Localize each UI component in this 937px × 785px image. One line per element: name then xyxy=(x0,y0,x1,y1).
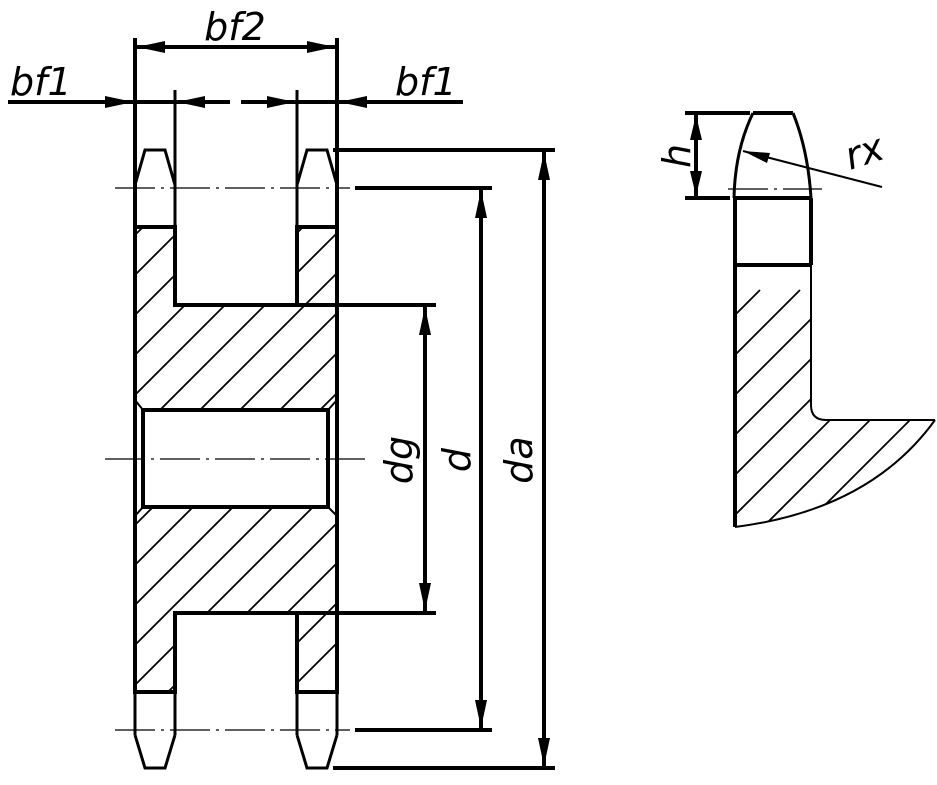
label-bf2: bf2 xyxy=(204,5,266,49)
label-dg: dg xyxy=(377,436,421,484)
label-bf1-right: bf1 xyxy=(395,60,457,104)
label-h: h xyxy=(655,144,699,168)
dimension-d: d xyxy=(355,186,492,732)
tooth-profile-detail xyxy=(685,111,936,528)
dimension-dg: dg xyxy=(297,303,436,615)
dimension-bf1-right: bf1 xyxy=(241,60,463,108)
hatch-upper xyxy=(135,227,337,410)
dimension-da: da xyxy=(333,148,555,770)
dimension-bf2: bf2 xyxy=(137,5,335,53)
label-d: d xyxy=(435,447,479,472)
label-rx: rx xyxy=(839,125,889,179)
dimension-rx: rx xyxy=(742,125,890,188)
label-bf1-left: bf1 xyxy=(10,60,72,104)
label-da: da xyxy=(497,436,541,483)
hatch-side xyxy=(735,289,935,527)
sprocket-body-outline xyxy=(133,38,339,770)
dimension-h: h xyxy=(655,115,702,196)
center-lines xyxy=(105,187,370,731)
dimension-bf1-left: bf1 xyxy=(8,60,230,108)
